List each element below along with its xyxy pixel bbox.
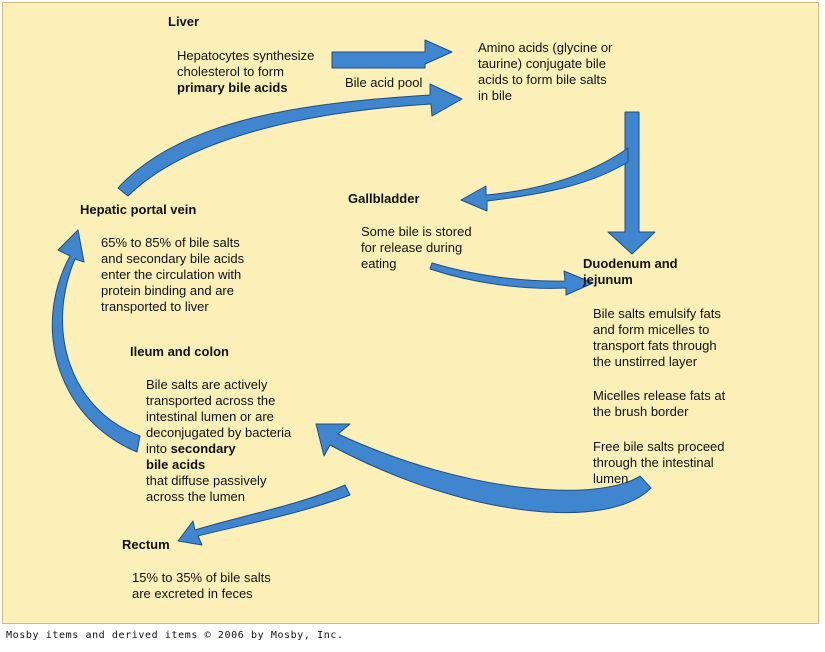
gallbladder-line-2: for release during <box>361 240 463 255</box>
ileum-after-2: across the lumen <box>146 489 245 504</box>
emulsify-line-4: the unstirred layer <box>593 354 698 369</box>
ileum-into: into <box>146 441 171 456</box>
arrow-portal-to-liver <box>117 83 463 197</box>
bile-acids-label: bile acids <box>146 457 206 472</box>
portal-line-5: transported to liver <box>101 299 209 314</box>
gallbladder-heading: Gallbladder <box>348 191 420 206</box>
amino-line-2: taurine) conjugate bile <box>478 56 606 71</box>
emulsify-line-2: and form micelles to <box>593 322 710 337</box>
arrow-liver-to-amino <box>331 39 453 69</box>
secondary-label: secondary <box>170 441 236 456</box>
ileum-line-4: deconjugated by bacteria <box>146 425 292 440</box>
micelles-line-1: Micelles release fats at <box>593 388 726 403</box>
free-line-3: lumen <box>593 471 629 486</box>
hepatocytes-line-1: Hepatocytes synthesize <box>177 48 315 63</box>
portal-line-1: 65% to 85% of bile salts <box>101 235 240 250</box>
arrow-duodenum-to-ileum <box>315 423 652 514</box>
free-line-2: through the intestinal <box>593 455 714 470</box>
hepatocytes-line-2: cholesterol to form <box>177 64 284 79</box>
ileum-heading: Ileum and colon <box>130 344 229 359</box>
emulsify-line-3: transport fats through <box>593 338 717 353</box>
rectum-heading: Rectum <box>122 537 170 552</box>
ileum-after-1: that diffuse passively <box>146 473 267 488</box>
ileum-line-1: Bile salts are actively <box>146 377 268 392</box>
arrow-liver-to-duodenum <box>607 111 656 255</box>
ileum-line-3: intestinal lumen or are <box>146 409 274 424</box>
bile-acid-pool-label: Bile acid pool <box>345 75 423 90</box>
micelles-line-2: the brush border <box>593 404 689 419</box>
arrow-ileum-to-portal <box>51 229 141 453</box>
gallbladder-line-3: eating <box>361 256 397 271</box>
gallbladder-line-1: Some bile is stored <box>361 224 472 239</box>
amino-line-4: in bile <box>478 88 512 103</box>
portal-line-2: and secondary bile acids <box>101 251 245 266</box>
rectum-line-2: are excreted in feces <box>132 586 253 601</box>
primary-bile-acids: primary bile acids <box>177 80 288 95</box>
arrow-gallbladder-to-duodenum <box>429 262 594 296</box>
arrow-to-rectum <box>177 484 351 546</box>
emulsify-line-1: Bile salts emulsify fats <box>593 306 721 321</box>
free-line-1: Free bile salts proceed <box>593 439 725 454</box>
arrow-to-gallbladder <box>460 147 629 212</box>
duodenum-heading-1: Duodenum and <box>583 256 678 271</box>
copyright-footer: Mosby items and derived items © 2006 by … <box>6 630 344 641</box>
liver-heading: Liver <box>168 14 200 29</box>
rectum-line-1: 15% to 35% of bile salts <box>132 570 271 585</box>
portal-line-4: protein binding and are <box>101 283 234 298</box>
amino-line-3: acids to form bile salts <box>478 72 607 87</box>
ileum-line-2: transported across the <box>146 393 276 408</box>
ileum-line-5: into secondary <box>146 441 236 457</box>
portal-line-3: enter the circulation with <box>101 267 242 282</box>
duodenum-heading-2: jejunum <box>583 272 633 287</box>
portal-heading: Hepatic portal vein <box>80 202 197 217</box>
amino-line-1: Amino acids (glycine or <box>478 40 613 55</box>
